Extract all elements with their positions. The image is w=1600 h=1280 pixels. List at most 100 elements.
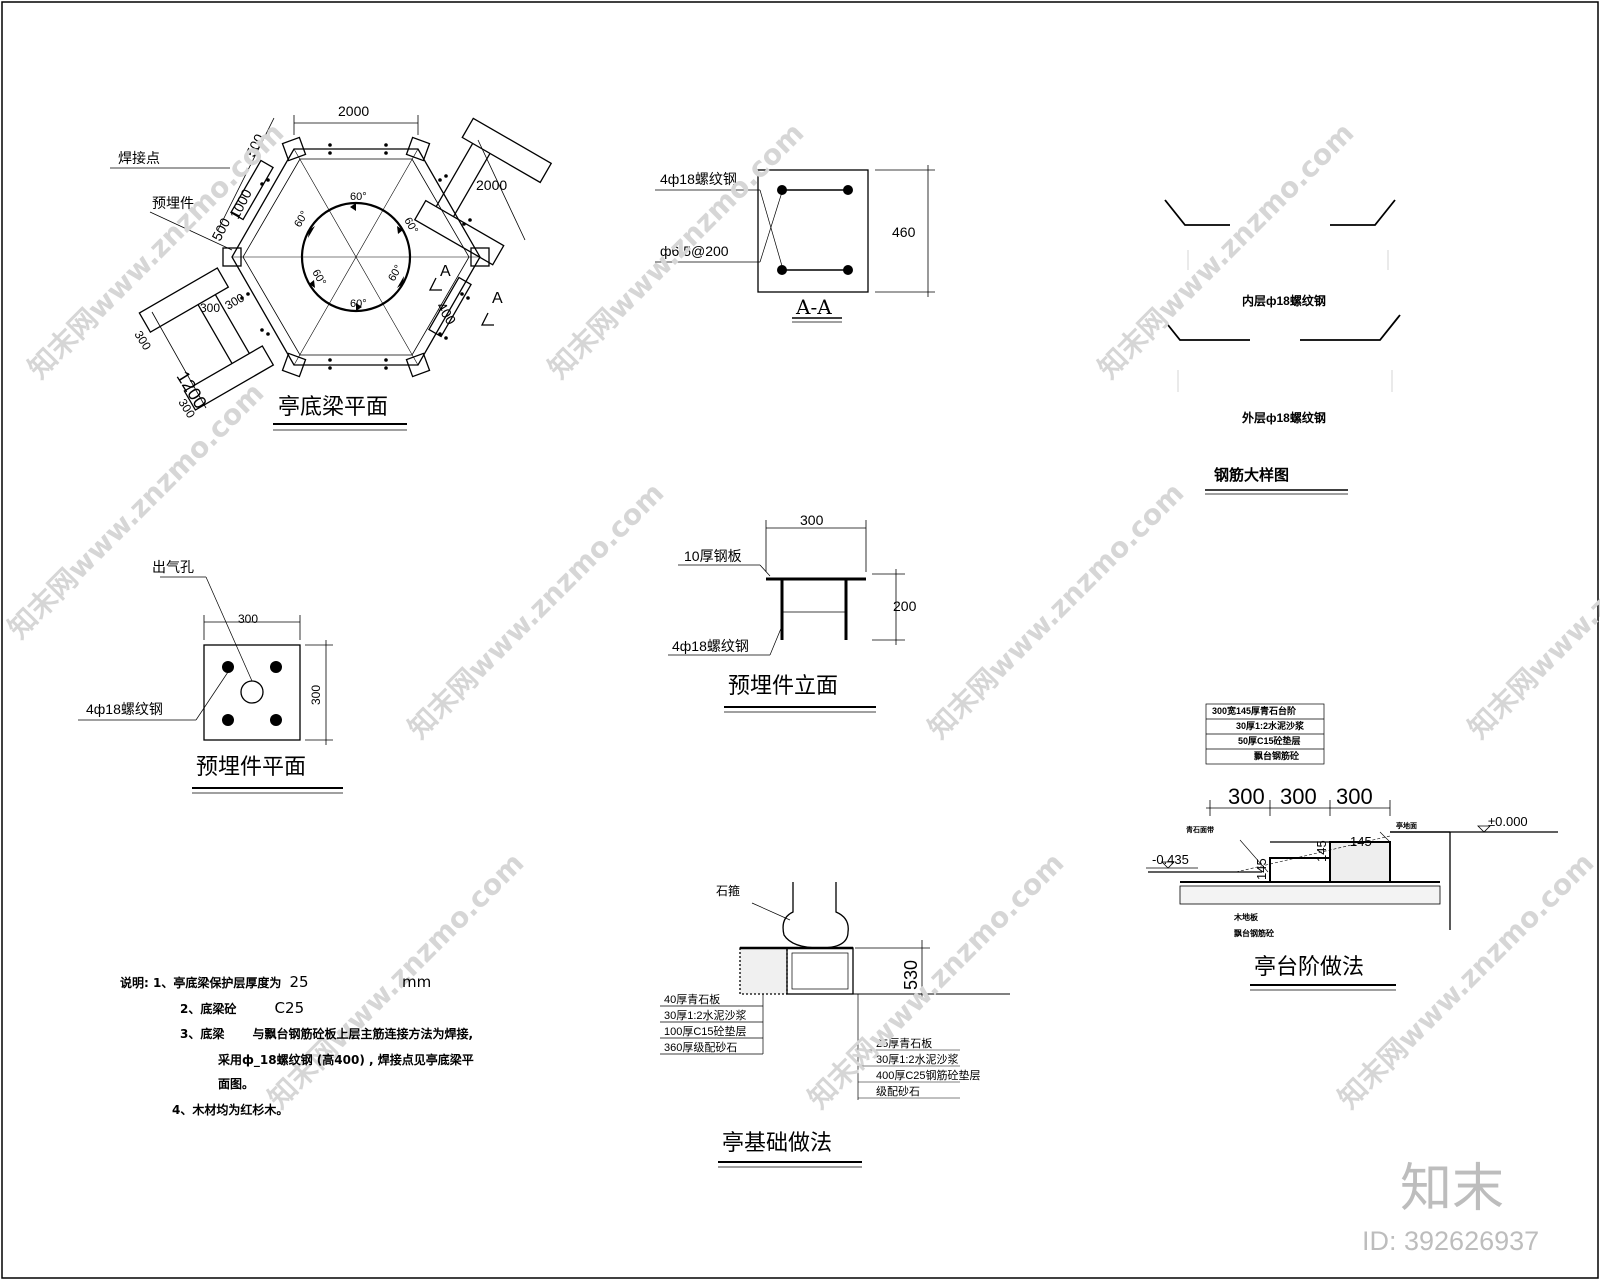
dim-530: 530	[901, 960, 921, 990]
label-elev-rebar: 4ф18螺纹钢	[672, 638, 749, 654]
note-line-1: 说明: 1、亭底梁保护层厚度为 25 mm	[120, 970, 431, 995]
foundation-text: 石箍 530 40厚青石板 30厚1:2水泥沙浆 100厚C15砼垫层 360厚…	[664, 883, 981, 1156]
left-layer: 40厚青石板	[664, 992, 720, 1006]
note-2-value: C25	[274, 999, 305, 1017]
steps-detail	[1146, 703, 1558, 991]
note-line-6: 4、木材均为红杉木。	[172, 1103, 289, 1117]
label-vent-hole: 出气孔	[152, 559, 194, 575]
note-1-text: 说明: 1、亭底梁保护层厚度为	[120, 976, 282, 990]
label-embedded-part: 预埋件	[152, 195, 194, 211]
step-rise-top: 145	[1350, 834, 1372, 849]
step-layer: 飘台钢筋砼	[1254, 750, 1300, 761]
label-outer-rebar: 外层ф18螺纹钢	[1242, 410, 1326, 425]
embed-plan	[78, 576, 343, 794]
rebar-detail	[1159, 199, 1401, 495]
left-layer: 360厚级配砂石	[664, 1041, 737, 1054]
right-layer: 30厚1:2水泥沙浆	[876, 1052, 959, 1066]
dim-embed-width: 300	[238, 612, 258, 626]
left-layer: 30厚1:2水泥沙浆	[664, 1008, 747, 1022]
watermark-site: 知末网www.znzmo.com	[1092, 116, 1361, 385]
note-2-text: 2、底梁砼	[180, 1002, 237, 1016]
angle-label: 60°	[292, 209, 311, 229]
beam-plan-text: 2000 2000 500 1000 500 1200 300 300 300 …	[118, 103, 507, 421]
note-3-detail: 与飘台钢筋砼板上层主筋连接方法为焊接,	[252, 1027, 474, 1041]
step-layer: 300宽145厚青石台阶	[1212, 705, 1297, 716]
elev-top: ±0.000	[1488, 814, 1528, 829]
label-wood-floor: 木地板	[1233, 912, 1259, 922]
foundation-title: 亭基础做法	[722, 1131, 832, 1156]
step-layer: 50厚C15砼垫层	[1238, 735, 1301, 746]
right-layer: 级配砂石	[876, 1085, 920, 1098]
angle-label: 60°	[350, 298, 367, 310]
note-3-text: 3、底梁	[180, 1027, 225, 1041]
label-main-rebar: 4ф18螺纹钢	[660, 171, 737, 187]
dim-500-lower: 500	[208, 215, 233, 243]
label-slab: 飘台钢筋砼	[1234, 928, 1275, 938]
dim-400: 400	[433, 299, 459, 327]
embed-plan-bars	[222, 661, 282, 726]
rebar-detail-title: 钢筋大样图	[1214, 466, 1289, 484]
embed-plan-text: 出气孔 4ф18螺纹钢 300 300 预埋件平面	[86, 559, 323, 780]
dim-embed-height: 300	[309, 685, 323, 705]
label-stirrup: ф6.5@200	[660, 243, 729, 259]
note-line-4: 采用ф_18螺纹钢 (高400) , 焊接点见亭底梁平	[218, 1053, 474, 1067]
beam-plan-dots	[240, 143, 472, 370]
rebar-detail-text: 内层ф18螺纹钢 外层ф18螺纹钢 钢筋大样图	[1214, 293, 1326, 484]
dim-460: 460	[892, 224, 916, 240]
label-weld-point: 焊接点	[118, 150, 160, 166]
steps-detail-text: 300宽145厚青石台阶 30厚1:2水泥沙浆 50厚C15砼垫层 飘台钢筋砼 …	[1152, 705, 1528, 980]
embed-elev	[668, 520, 905, 713]
section-mark-a2: A	[492, 290, 503, 307]
note-line-2: 2、底梁砼 C25	[180, 996, 304, 1021]
embed-plan-title: 预埋件平面	[196, 755, 306, 780]
beam-plan-title: 亭底梁平面	[278, 395, 388, 420]
elev-bottom: -0.435	[1152, 852, 1189, 867]
step-dim: 300	[1336, 784, 1373, 809]
watermark-corner: 知末 ID: 392626937	[1362, 1160, 1539, 1256]
beam-plan	[110, 115, 553, 431]
section-mark-a1: A	[440, 263, 451, 280]
section-aa-text: 4ф18螺纹钢 ф6.5@200 460 A-A	[660, 171, 916, 319]
dim-right-2000: 2000	[476, 177, 507, 193]
left-layer: 100厚C15砼垫层	[664, 1024, 747, 1038]
note-1-value: 25	[289, 973, 309, 991]
foundation	[660, 882, 1010, 1168]
watermark-site: 知末网www.znzmo.com	[922, 476, 1191, 745]
watermark-site: 知末网www.znzmo.com	[402, 476, 671, 745]
label-inner-rebar: 内层ф18螺纹钢	[1242, 293, 1326, 308]
label-pavilion-floor: 亭地面	[1396, 821, 1417, 830]
right-layer: 25厚青石板	[876, 1036, 932, 1050]
dim-elev-300: 300	[800, 512, 824, 528]
label-embed-rebar: 4ф18螺纹钢	[86, 701, 163, 717]
label-stone-drum: 石箍	[716, 883, 740, 898]
watermark-site: 知末网www.znzmo.com	[542, 116, 811, 385]
dim-300-c: 300	[223, 290, 248, 312]
watermark-site: 知末网www.znzmo.com	[2, 376, 271, 645]
label-steel-plate: 10厚钢板	[684, 548, 742, 564]
angle-label: 60°	[350, 191, 367, 203]
step-dim: 300	[1280, 784, 1317, 809]
dim-300-b: 300	[200, 301, 220, 315]
label-curb: 青石面带	[1186, 825, 1214, 834]
steps-title: 亭台阶做法	[1254, 955, 1364, 980]
step-layer: 30厚1:2水泥沙浆	[1236, 720, 1305, 731]
step-dim: 300	[1228, 784, 1265, 809]
section-aa-title: A-A	[795, 295, 832, 319]
step-rise-2: 145	[1314, 840, 1329, 862]
embed-elev-text: 300 200 10厚钢板 4ф18螺纹钢 预埋件立面	[672, 512, 917, 699]
dim-top-2000: 2000	[338, 103, 369, 119]
watermark-logo: 知末	[1400, 1160, 1504, 1218]
embed-elev-title: 预埋件立面	[728, 674, 838, 699]
dim-elev-200: 200	[893, 598, 917, 614]
note-line-5: 面图。	[218, 1077, 255, 1091]
right-layer: 400厚C25钢筋砼垫层	[876, 1068, 981, 1082]
watermark-id: ID: 392626937	[1362, 1226, 1539, 1256]
note-line-3: 3、底梁 与飘台钢筋砼板上层主筋连接方法为焊接,	[180, 1022, 473, 1046]
section-aa	[655, 165, 935, 323]
watermark-site: 知末网www.znzmo.com	[1462, 476, 1600, 745]
step-rise-1: 145	[1254, 858, 1269, 880]
note-1-unit: mm	[402, 973, 432, 991]
section-aa-bars	[777, 185, 853, 275]
